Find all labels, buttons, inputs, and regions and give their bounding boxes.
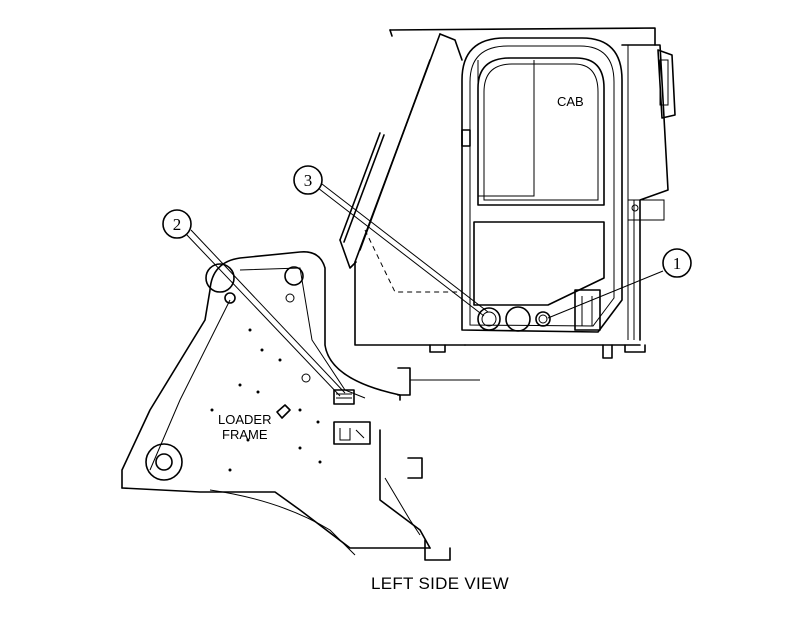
callout-1: 1 bbox=[547, 248, 692, 319]
callout-2: 2 bbox=[162, 209, 346, 397]
callout-3-number: 3 bbox=[304, 171, 313, 190]
callout-3: 3 bbox=[293, 165, 489, 317]
loader-frame-label-line1: LOADER bbox=[218, 412, 271, 427]
cab bbox=[339, 27, 676, 359]
loader-frame bbox=[121, 251, 480, 561]
view-caption: LEFT SIDE VIEW bbox=[370, 574, 510, 593]
callout-2-number: 2 bbox=[173, 215, 182, 234]
cab-label: CAB bbox=[557, 94, 584, 109]
rivet-dots bbox=[210, 328, 322, 472]
loader-frame-label-line2: FRAME bbox=[222, 427, 268, 442]
callout-1-number: 1 bbox=[673, 254, 682, 273]
